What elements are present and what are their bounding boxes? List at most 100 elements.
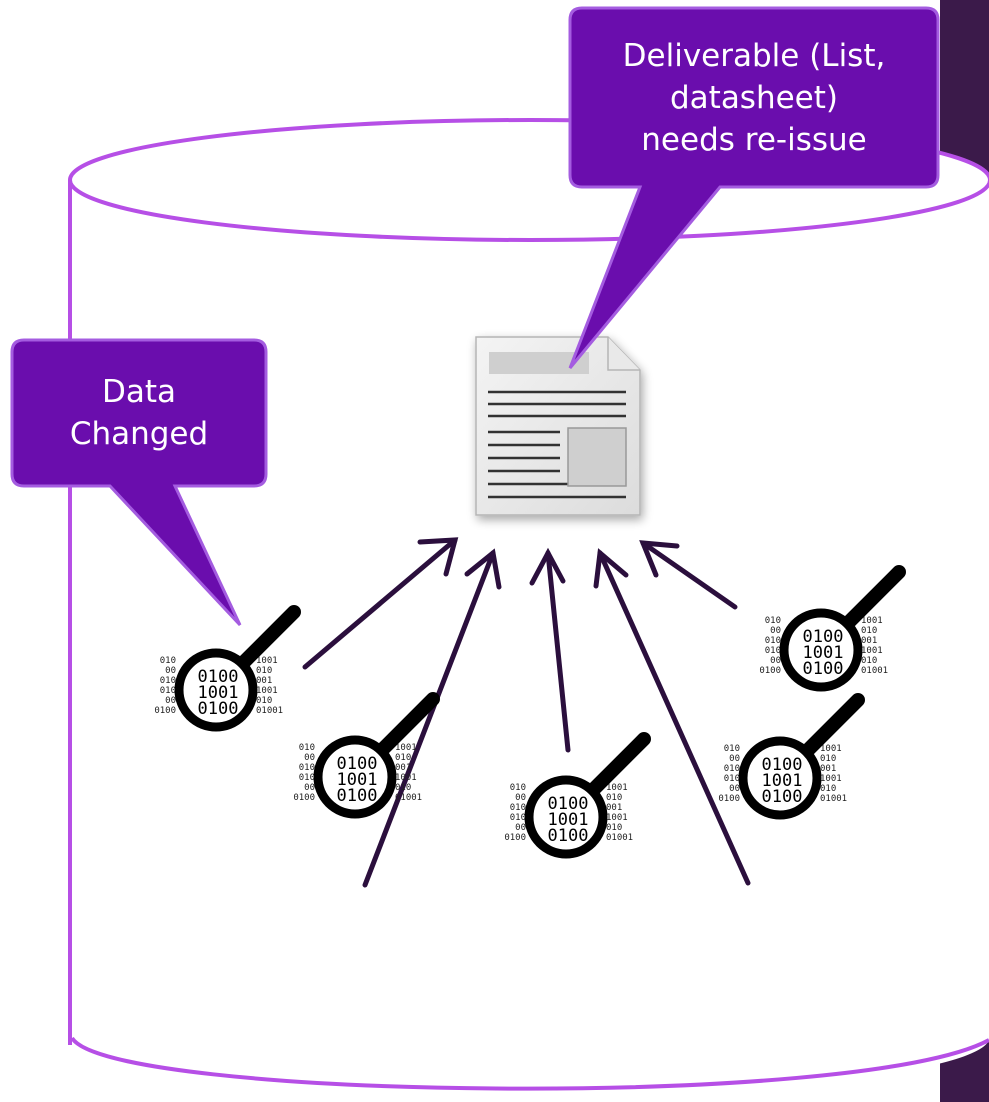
document-icon xyxy=(475,336,641,516)
binary-digits: 010 xyxy=(299,743,315,753)
arrow-bottom-right xyxy=(593,548,751,886)
binary-digits: 00 xyxy=(729,754,740,764)
magnifier-lens xyxy=(524,775,608,859)
binary-row: 1001 xyxy=(198,683,239,703)
binary-digits: 010 xyxy=(765,646,781,656)
binary-digits: 001 xyxy=(256,676,272,686)
magnifier-handle xyxy=(235,605,301,671)
arrow-left xyxy=(302,537,459,670)
binary-digits: 1001 xyxy=(820,774,842,784)
magnifier-lens xyxy=(779,608,863,692)
arrow-right xyxy=(639,540,738,610)
binary-digits: 010 xyxy=(256,696,272,706)
binary-digits: 1001 xyxy=(395,743,417,753)
binary-digits: 010 xyxy=(724,744,740,754)
callout-deliverable-line-1: Deliverable (List, xyxy=(622,37,886,74)
callout-data-changed xyxy=(10,338,268,627)
binary-row: 0100 xyxy=(548,794,589,814)
binary-digits: 010 xyxy=(606,793,622,803)
binary-digits: 00 xyxy=(304,753,315,763)
binary-digits: 0100 xyxy=(718,794,740,804)
binary-digits: 010 xyxy=(160,686,176,696)
binary-digits: 1001 xyxy=(256,686,278,696)
data-search-icon: 0100001001000010010010100011001010010010… xyxy=(504,732,651,859)
binary-row: 0100 xyxy=(198,699,239,719)
binary-row: 0100 xyxy=(198,667,239,687)
binary-row: 0100 xyxy=(762,755,803,775)
arrow-bottom-left xyxy=(362,548,502,888)
data-node-bottom-left: 0100001001000010010010100011001010010010… xyxy=(293,692,440,819)
binary-digits: 010 xyxy=(160,676,176,686)
binary-digits: 010 xyxy=(820,754,836,764)
data-search-icon: 0100001001000010010010100011001010010010… xyxy=(718,693,865,820)
binary-digits: 00 xyxy=(770,626,781,636)
binary-row: 0100 xyxy=(803,627,844,647)
binary-digits: 010 xyxy=(861,656,877,666)
binary-row: 0100 xyxy=(803,659,844,679)
binary-digits: 010 xyxy=(606,823,622,833)
binary-row: 1001 xyxy=(548,810,589,830)
binary-digits: 1001 xyxy=(861,646,883,656)
dependency-arrows xyxy=(302,537,751,888)
binary-digits: 1001 xyxy=(256,656,278,666)
data-search-icon: 0100001001000010010010100011001010010010… xyxy=(293,692,440,819)
binary-digits: 010 xyxy=(160,656,176,666)
binary-digits: 0100 xyxy=(293,793,315,803)
binary-digits: 010 xyxy=(861,626,877,636)
magnifier-handle xyxy=(799,693,865,759)
data-node-bottom-right: 0100001001000010010010100011001010010010… xyxy=(718,693,865,820)
binary-row: 1001 xyxy=(337,770,378,790)
binary-digits: 01001 xyxy=(820,794,847,804)
binary-digits: 00 xyxy=(729,784,740,794)
binary-digits: 00 xyxy=(165,696,176,706)
binary-digits: 00 xyxy=(515,823,526,833)
callout-data-changed-text: Data Changed xyxy=(16,344,262,482)
callout-deliverable-line-2: datasheet) xyxy=(669,79,839,116)
data-search-icon: 0100001001000010010010100011001010010010… xyxy=(154,605,301,732)
callout-deliverable-line-3: needs re-issue xyxy=(641,121,867,158)
binary-digits: 010 xyxy=(395,753,411,763)
binary-digits: 001 xyxy=(395,763,411,773)
binary-digits: 010 xyxy=(510,813,526,823)
callout-data-changed-line-1: Data xyxy=(101,374,177,410)
binary-digits: 010 xyxy=(765,616,781,626)
binary-digits: 00 xyxy=(165,666,176,676)
binary-digits: 010 xyxy=(299,773,315,783)
binary-digits: 001 xyxy=(861,636,877,646)
binary-row: 0100 xyxy=(548,826,589,846)
binary-digits: 010 xyxy=(299,763,315,773)
binary-digits: 01001 xyxy=(256,706,283,716)
data-node-right: 0100001001000010010010100011001010010010… xyxy=(759,565,906,692)
binary-row: 0100 xyxy=(762,787,803,807)
magnifier-handle xyxy=(840,565,906,631)
binary-digits: 001 xyxy=(820,764,836,774)
data-search-icon: 0100001001000010010010100011001010010010… xyxy=(759,565,906,692)
binary-digits: 010 xyxy=(724,764,740,774)
data-nodes: 0100001001000010010010100011001010010010… xyxy=(154,565,906,859)
binary-digits: 01001 xyxy=(395,793,422,803)
binary-digits: 00 xyxy=(770,656,781,666)
data-node-left: 0100001001000010010010100011001010010010… xyxy=(154,605,301,732)
binary-digits: 1001 xyxy=(395,773,417,783)
magnifier-handle xyxy=(585,732,651,798)
binary-digits: 0100 xyxy=(759,666,781,676)
binary-row: 0100 xyxy=(337,754,378,774)
binary-row: 1001 xyxy=(803,643,844,663)
callout-data-changed-line-2: Changed xyxy=(69,416,209,452)
magnifier-lens xyxy=(313,735,397,819)
arrow-center xyxy=(529,547,571,753)
binary-digits: 01001 xyxy=(861,666,888,676)
binary-digits: 010 xyxy=(510,803,526,813)
database-cylinder xyxy=(68,118,989,1096)
binary-digits: 010 xyxy=(510,783,526,793)
binary-digits: 01001 xyxy=(606,833,633,843)
